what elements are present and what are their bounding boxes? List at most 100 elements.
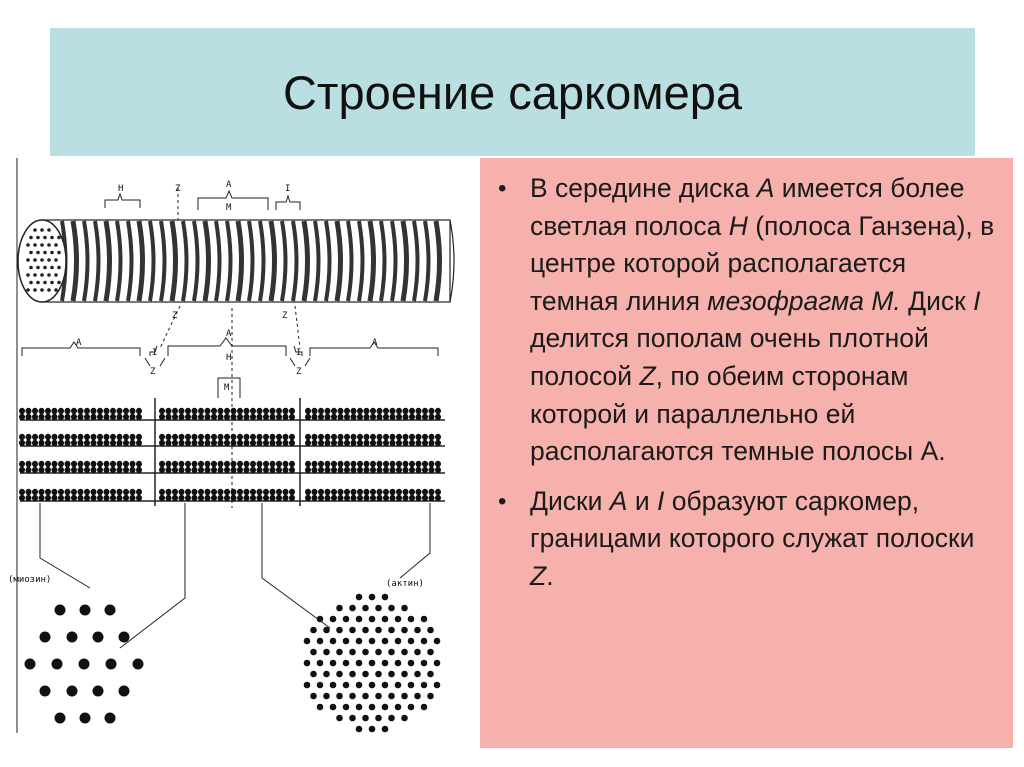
myosin-head [289, 433, 295, 441]
myosin-head [269, 407, 276, 415]
myosin-head [172, 488, 178, 496]
myosin-head [90, 488, 97, 496]
fiber-end-dot [57, 250, 61, 255]
fiber-end-dot [50, 280, 54, 285]
myosin-head [344, 466, 350, 474]
label-i-top: I [285, 184, 290, 194]
myosin-head [311, 460, 318, 468]
myosin-head [165, 494, 172, 502]
actin-dot [329, 681, 337, 689]
myosin-head [389, 439, 396, 447]
myosin-head [435, 494, 441, 502]
actin-dot [342, 681, 350, 689]
myosin-head [324, 466, 331, 474]
myosin-head [45, 488, 51, 496]
myosin-head [136, 494, 142, 502]
myosin-head [376, 488, 383, 496]
myosin-head [230, 407, 237, 415]
myosin-head [224, 466, 230, 474]
fiber-end-dot [40, 258, 44, 262]
myosin-head [129, 466, 136, 474]
myosin-head [84, 433, 90, 441]
myosin-head [376, 466, 383, 474]
actin-dot [355, 593, 363, 601]
muscle-fiber-cylinder [17, 219, 455, 303]
fiber-end-dot [47, 258, 51, 262]
myosin-head [32, 460, 38, 468]
myosin-head [84, 413, 90, 421]
actin-dot [388, 670, 395, 678]
myosin-head [311, 433, 318, 441]
fiber-end-dot [26, 243, 30, 247]
fiber-stripe [148, 220, 156, 302]
myosin-head [136, 439, 142, 447]
myosin-head [165, 460, 172, 468]
myosin-dot [79, 712, 91, 724]
myosin-head [129, 439, 136, 447]
myosin-head [90, 413, 97, 421]
fiber-end-dot [47, 228, 51, 232]
fiber-end-dot [50, 265, 54, 270]
myosin-head [165, 466, 172, 474]
myosin-head [243, 466, 250, 474]
myosin-head [64, 407, 71, 415]
myosin-head [435, 439, 441, 447]
myosin-head [51, 439, 58, 447]
myosin-head [289, 494, 295, 502]
myosin-head [198, 488, 204, 496]
myosin-head [71, 466, 77, 474]
myosin-head [38, 460, 45, 468]
bullet-marker: • [498, 175, 507, 202]
myosin-head [389, 433, 396, 441]
myosin-head [224, 488, 230, 496]
myosin-head [71, 439, 77, 447]
myosin-head [409, 460, 415, 468]
myosin-head [357, 460, 363, 468]
description-panel: •В середине диска А имеется более светла… [480, 158, 1013, 748]
fiber-end-dot [43, 265, 47, 270]
myosin-head [51, 466, 58, 474]
myosin-head [110, 439, 116, 447]
myosin-head [198, 433, 204, 441]
myosin-head [357, 439, 363, 447]
label-actin: (актин) [386, 579, 424, 589]
myosin-head [19, 433, 25, 441]
myosin-head [123, 439, 129, 447]
fiber-stripe [423, 220, 431, 302]
myosin-head [159, 494, 165, 502]
actin-dot [381, 681, 389, 689]
myosin-head [172, 494, 178, 502]
actin-dot [310, 692, 317, 700]
actin-dot [420, 659, 428, 667]
myosin-head [204, 413, 211, 421]
myosin-head [38, 488, 45, 496]
myosin-head [71, 488, 77, 496]
fiber-end-dot [29, 235, 33, 240]
myosin-head [282, 439, 289, 447]
myosin-head [185, 433, 191, 441]
myosin-head [357, 407, 363, 415]
myosin-head [402, 413, 409, 421]
actin-dot [329, 703, 337, 711]
label-m-center: M [224, 383, 230, 393]
actin-dot [316, 659, 324, 667]
myosin-head [422, 439, 428, 447]
actin-dot [427, 648, 434, 656]
title-banner: Строение саркомера [50, 28, 975, 156]
myosin-head [198, 407, 204, 415]
myosin-head [263, 488, 269, 496]
myosin-head [389, 494, 396, 502]
myosin-head [263, 407, 269, 415]
myosin-head [435, 466, 441, 474]
myosin-head [191, 439, 198, 447]
myosin-head [123, 494, 129, 502]
myosin-head [376, 494, 383, 502]
actin-dot [355, 637, 363, 645]
myosin-head [415, 488, 422, 496]
myosin-head [71, 407, 77, 415]
myosin-head [45, 460, 51, 468]
actin-dot [375, 692, 382, 700]
bullet-text-segment: . [546, 560, 554, 591]
actin-dot [375, 648, 382, 656]
fiber-end-dot [26, 288, 30, 292]
